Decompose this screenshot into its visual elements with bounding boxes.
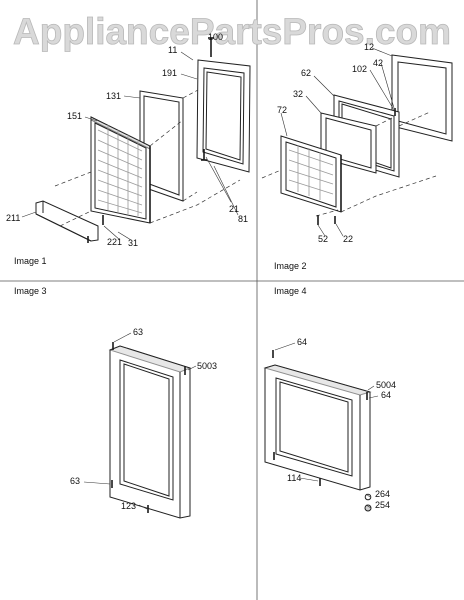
- image-1-panel: 100 11 191 131 151 211 221 31 21 81 Imag…: [6, 32, 251, 266]
- door-frame-assembly-5003: [108, 345, 192, 519]
- callout-64-right: 64: [381, 390, 391, 400]
- callout-221: 221: [107, 237, 122, 247]
- image-1-leaders: [21, 51, 239, 241]
- image-4-panel: Image 4: [263, 286, 396, 512]
- door-gasket-191: [196, 59, 251, 173]
- washer-264: [364, 493, 372, 501]
- watermark-text: AppliancePartsPros.com: [13, 11, 451, 52]
- image-1-assembly-lines: [54, 89, 241, 227]
- image-2-assembly-lines: [261, 111, 437, 217]
- callout-62: 62: [301, 68, 311, 78]
- callout-31: 31: [128, 238, 138, 248]
- callout-191: 191: [162, 68, 177, 78]
- callout-12: 12: [364, 42, 374, 52]
- callout-52: 52: [318, 234, 328, 244]
- callout-254: 254: [375, 500, 390, 510]
- callout-22: 22: [343, 234, 353, 244]
- hinge-pin-100: [208, 37, 214, 57]
- callout-63-top: 63: [133, 327, 143, 337]
- image-4-caption: Image 4: [274, 286, 307, 296]
- callout-72: 72: [277, 105, 287, 115]
- freezer-frame-assembly-5004: [263, 364, 372, 491]
- image-3-leaders: [83, 332, 197, 510]
- callout-81: 81: [238, 214, 248, 224]
- callout-211: 211: [6, 213, 20, 223]
- door-handle-trim-211: [35, 200, 99, 242]
- callout-123: 123: [121, 501, 136, 511]
- callout-63-bottom: 63: [70, 476, 80, 486]
- freezer-gasket-12: [391, 54, 453, 142]
- callout-21: 21: [229, 204, 239, 214]
- callout-114: 114: [287, 473, 301, 483]
- callout-5004: 5004: [376, 380, 396, 390]
- callout-264: 264: [375, 489, 390, 499]
- image-1-caption: Image 1: [14, 256, 47, 266]
- callout-102: 102: [352, 64, 367, 74]
- image-2-panel: 12 42 62 102 32 72 52 22 Image 2: [261, 42, 453, 271]
- screw-21: [201, 149, 207, 161]
- callout-11: 11: [168, 45, 177, 55]
- callout-151: 151: [67, 111, 82, 121]
- callout-5003: 5003: [197, 361, 217, 371]
- image-2-caption: Image 2: [274, 261, 307, 271]
- image-3-caption: Image 3: [14, 286, 47, 296]
- image-4-leaders: [274, 342, 379, 509]
- callout-100: 100: [208, 32, 223, 42]
- callout-42: 42: [373, 58, 383, 68]
- image-3-panel: Image 3 63 5003 63 123: [14, 286, 217, 519]
- image-2-leaders: [280, 47, 395, 237]
- outer-door-151: [90, 116, 151, 224]
- callout-32: 32: [293, 89, 303, 99]
- callout-131: 131: [106, 91, 121, 101]
- callout-64-top: 64: [297, 337, 307, 347]
